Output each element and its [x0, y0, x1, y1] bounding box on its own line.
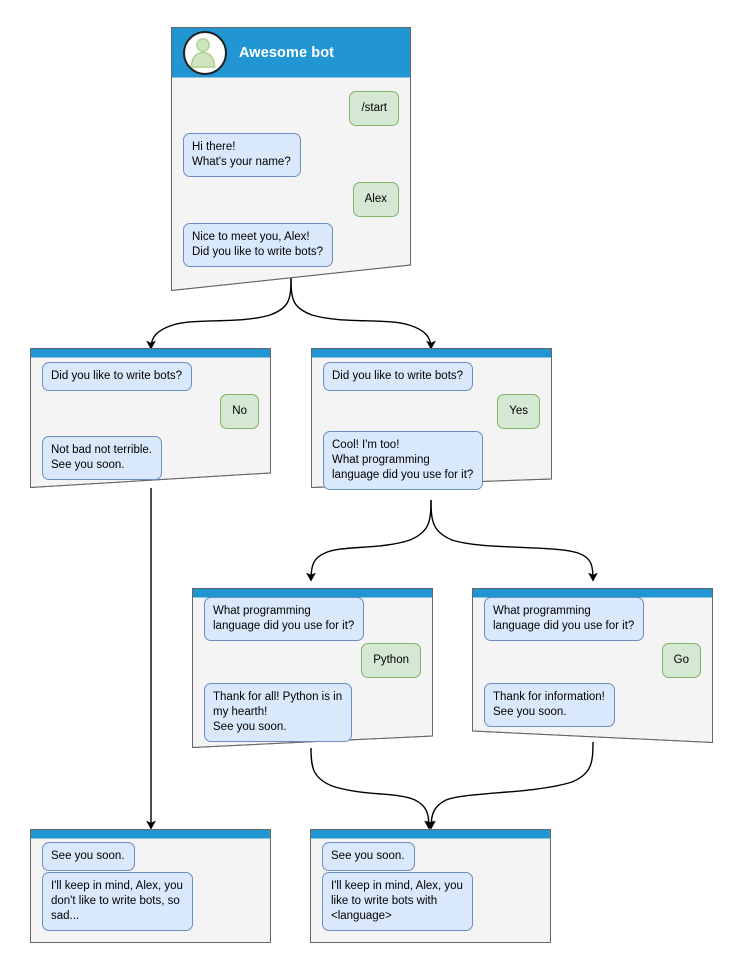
message-row: Thank for all! Python is in my hearth! S…	[204, 683, 421, 742]
message-row: Yes	[323, 394, 540, 429]
bot-message-bubble[interactable]: Not bad not terrible. See you soon.	[42, 436, 163, 480]
message-row: Not bad not terrible. See you soon.	[42, 436, 259, 480]
message-row: Go	[484, 643, 701, 678]
chat-screen-go-branch[interactable]: What programming language did you use fo…	[472, 588, 713, 743]
bot-message-bubble[interactable]: Thank for all! Python is in my hearth! S…	[204, 683, 353, 742]
chat-screen-root[interactable]: Awesome bot /start Hi there! What's your…	[171, 27, 411, 291]
message-row: Alex	[183, 182, 399, 217]
bot-message-bubble[interactable]: I'll keep in mind, Alex, you like to wri…	[322, 872, 473, 931]
bot-header: Awesome bot	[171, 27, 411, 79]
bot-message-bubble[interactable]: Thank for information! See you soon.	[484, 683, 615, 727]
message-row: I'll keep in mind, Alex, you like to wri…	[322, 872, 539, 931]
bot-message-bubble[interactable]: Hi there! What's your name?	[183, 133, 301, 177]
message-row: No	[42, 394, 259, 429]
user-message-bubble[interactable]: Go	[661, 643, 701, 678]
person-avatar-icon	[183, 31, 227, 75]
chat-screen-end-happy[interactable]: See you soon. I'll keep in mind, Alex, y…	[310, 829, 551, 943]
chat-screen-yes-branch[interactable]: Did you like to write bots? Yes Cool! I'…	[311, 348, 552, 490]
user-message-bubble[interactable]: Alex	[352, 182, 399, 217]
message-row: Thank for information! See you soon.	[484, 683, 701, 727]
message-row: Python	[204, 643, 421, 678]
bot-message-bubble[interactable]: Nice to meet you, Alex! Did you like to …	[183, 223, 334, 267]
chat-screen-no-branch[interactable]: Did you like to write bots? No Not bad n…	[30, 348, 271, 488]
bot-message-bubble[interactable]: Did you like to write bots?	[42, 362, 193, 391]
bot-message-bubble[interactable]: Cool! I'm too! What programming language…	[323, 431, 484, 490]
message-row: /start	[183, 91, 399, 126]
bot-message-bubble[interactable]: See you soon.	[42, 842, 135, 871]
message-row: See you soon.	[42, 842, 259, 871]
message-row: Did you like to write bots?	[42, 362, 259, 391]
user-message-bubble[interactable]: Python	[361, 643, 421, 678]
user-message-bubble[interactable]: Yes	[497, 394, 540, 429]
message-row: Hi there! What's your name?	[183, 133, 399, 177]
chat-screen-python-branch[interactable]: What programming language did you use fo…	[192, 588, 433, 748]
bot-message-bubble[interactable]: I'll keep in mind, Alex, you don't like …	[42, 872, 193, 931]
message-row: I'll keep in mind, Alex, you don't like …	[42, 872, 259, 931]
connector-yes-to-go	[430, 499, 598, 582]
connector-go-to-end-happy	[426, 741, 594, 830]
message-row: Nice to meet you, Alex! Did you like to …	[183, 223, 399, 267]
bot-message-bubble[interactable]: What programming language did you use fo…	[204, 597, 365, 641]
message-row: See you soon.	[322, 842, 539, 871]
message-row: Did you like to write bots?	[323, 362, 540, 391]
bot-message-bubble[interactable]: What programming language did you use fo…	[484, 597, 645, 641]
user-message-bubble[interactable]: /start	[349, 91, 399, 126]
bot-name-label: Awesome bot	[239, 45, 335, 61]
chat-screen-end-sad[interactable]: See you soon. I'll keep in mind, Alex, y…	[30, 829, 271, 943]
connector-python-to-end-happy	[310, 747, 434, 830]
bot-message-bubble[interactable]: See you soon.	[322, 842, 415, 871]
message-row: What programming language did you use fo…	[484, 597, 701, 641]
message-row: What programming language did you use fo…	[204, 597, 421, 641]
message-row: Cool! I'm too! What programming language…	[323, 431, 540, 490]
user-message-bubble[interactable]: No	[220, 394, 259, 429]
bot-message-bubble[interactable]: Did you like to write bots?	[323, 362, 474, 391]
connector-yes-to-python	[306, 499, 432, 582]
